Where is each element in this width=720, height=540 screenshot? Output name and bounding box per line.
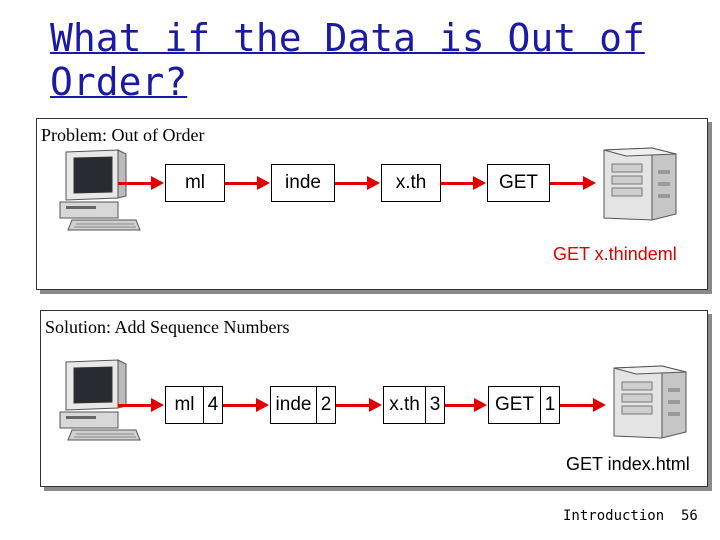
- packet-text: inde: [275, 394, 312, 415]
- arrow: [225, 176, 270, 190]
- sequence-number: 1: [540, 387, 559, 423]
- problem-heading: Problem: Out of Order: [41, 125, 205, 145]
- footer-section: Introduction: [563, 508, 665, 524]
- arrow: [560, 398, 606, 412]
- packet: x.th: [381, 164, 441, 202]
- packet-text: x.th: [389, 394, 420, 415]
- page-number: 56: [681, 508, 698, 524]
- packet: inde: [271, 164, 335, 202]
- sequence-number: 4: [203, 387, 222, 423]
- arrow: [441, 176, 486, 190]
- arrow: [118, 176, 164, 190]
- arrow: [118, 398, 164, 412]
- packet: GET: [487, 164, 550, 202]
- problem-panel: Problem: Out of Order: [36, 118, 708, 290]
- packet-text: x.th: [395, 172, 427, 193]
- problem-result: GET x.thindeml: [553, 244, 677, 264]
- desktop-computer-icon: [59, 359, 141, 441]
- packet: ml: [165, 164, 225, 202]
- packet-text: inde: [285, 172, 321, 193]
- arrow: [445, 398, 487, 412]
- arrow: [336, 398, 382, 412]
- solution-heading: Solution: Add Sequence Numbers: [45, 317, 290, 337]
- solution-result: GET index.html: [566, 454, 690, 474]
- packet-text: GET: [498, 172, 539, 193]
- sequence-number: 2: [316, 387, 335, 423]
- packet: ml 4: [165, 386, 223, 424]
- arrow: [223, 398, 269, 412]
- desktop-computer-icon: [59, 149, 141, 231]
- server-tower-icon: [603, 147, 677, 221]
- packet-text: ml: [174, 394, 195, 415]
- server-tower-icon: [613, 365, 687, 439]
- sequence-number: 3: [425, 387, 444, 423]
- slide-title: What if the Data is Out of Order?: [50, 16, 645, 104]
- packet-text: GET: [494, 394, 535, 415]
- arrow: [335, 176, 380, 190]
- packet-text: ml: [184, 172, 206, 193]
- arrow: [550, 176, 596, 190]
